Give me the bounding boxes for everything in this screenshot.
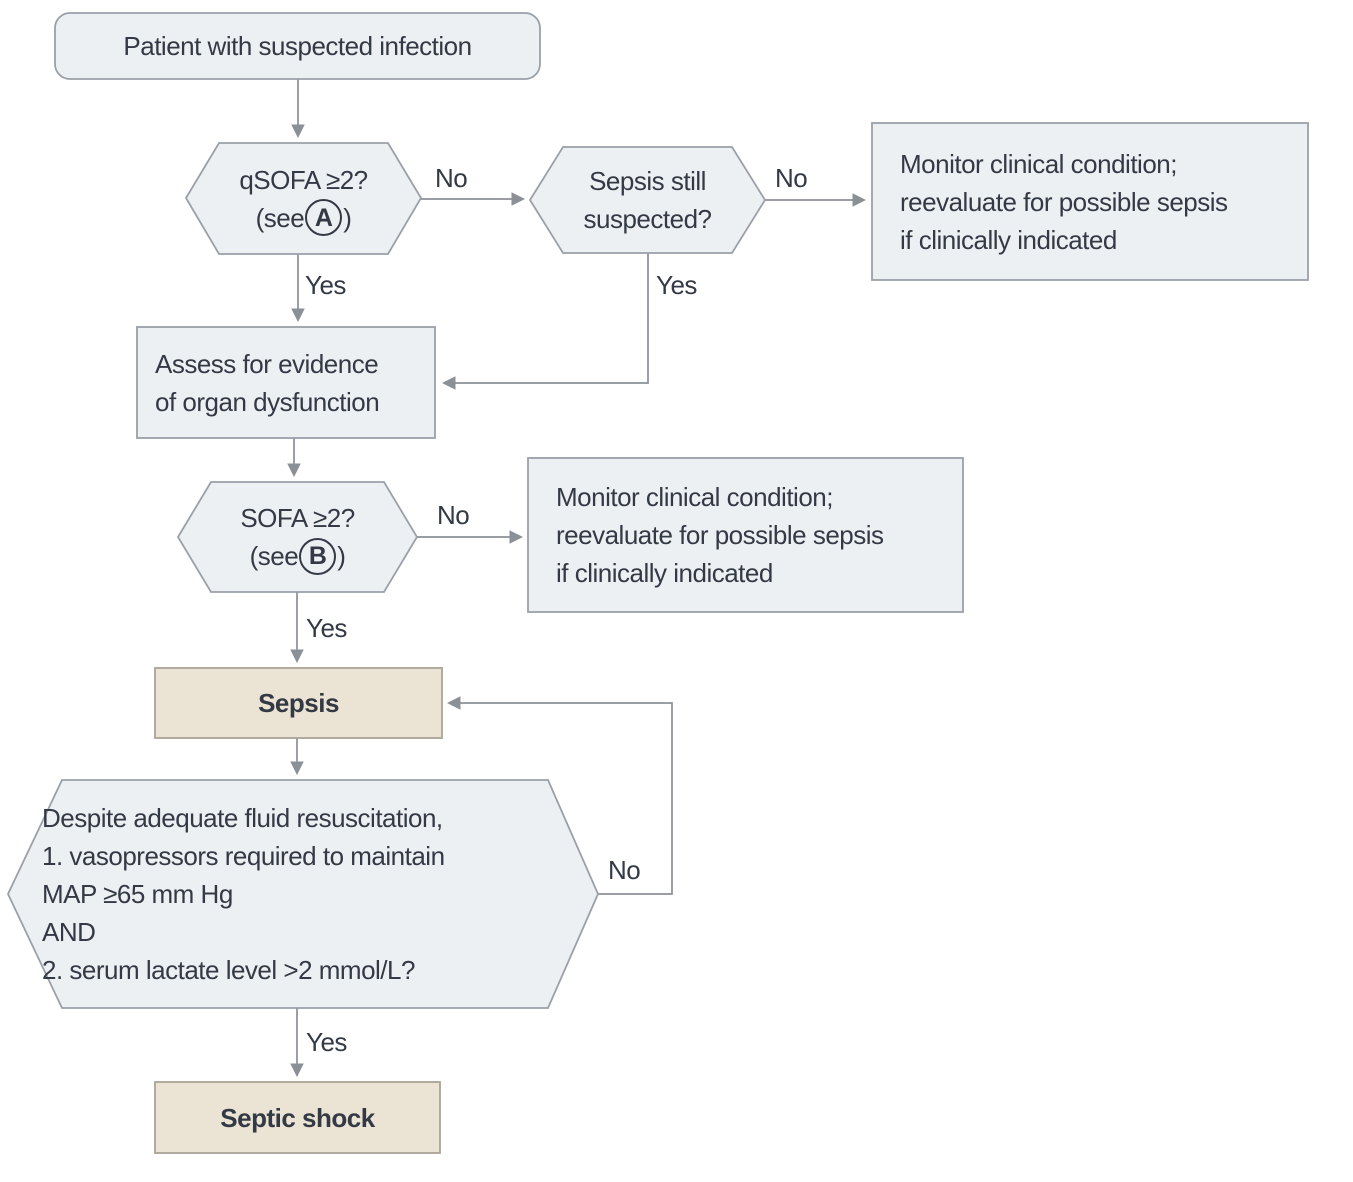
assess-node-shape — [136, 326, 436, 439]
sepsis-still-decision-shape — [528, 146, 767, 254]
monitor-mid-node-label: Monitor clinical condition; reevaluate f… — [528, 458, 963, 612]
see-prefix-text: (see — [249, 541, 299, 571]
qsofa-see-row: (see A ) — [186, 199, 421, 237]
edge-label-criteria-yes: Yes — [306, 1027, 347, 1057]
monitor-top-node-label: Monitor clinical condition; reevaluate f… — [872, 123, 1308, 280]
sepsis-still-decision-label: Sepsis still suspected? — [530, 147, 765, 253]
see-suffix-text: ) — [337, 541, 346, 571]
edge-label-criteria-no: No — [608, 855, 641, 885]
assess-node-label: Assess for evidence of organ dysfunction — [137, 327, 435, 438]
monitor-mid-line-1: Monitor clinical condition; — [556, 482, 833, 512]
sepsis-outcome-shape — [154, 667, 443, 739]
edge-label-sofa-no: No — [437, 500, 470, 530]
start-node-shape — [54, 12, 541, 80]
assess-line-2: of organ dysfunction — [155, 386, 380, 417]
sepsis-outcome-label: Sepsis — [258, 688, 339, 718]
shock-criteria-label: Despite adequate fluid resuscitation, 1.… — [8, 780, 594, 1008]
qsofa-question-text: qSOFA ≥2? — [239, 164, 368, 195]
circled-b-marker: B — [299, 537, 337, 575]
sofa-see-row: (see B ) — [178, 537, 417, 575]
criteria-line-3: MAP ≥65 mm Hg — [42, 879, 233, 909]
monitor-mid-line-3: if clinically indicated — [556, 558, 773, 588]
monitor-top-line-2: reevaluate for possible sepsis — [900, 186, 1228, 217]
monitor-mid-line-2: reevaluate for possible sepsis — [556, 520, 884, 550]
sepsis-still-line-1: Sepsis still — [589, 166, 706, 196]
monitor-top-line-3: if clinically indicated — [900, 224, 1117, 255]
start-node-label: Patient with suspected infection — [123, 31, 472, 61]
edge-sepsis-still-yes — [441, 253, 649, 390]
qsofa-decision-shape — [184, 142, 423, 255]
qsofa-decision-label: qSOFA ≥2? (see A ) — [186, 143, 421, 254]
edge-criteria-no-loop — [446, 696, 673, 895]
monitor-top-line-1: Monitor clinical condition; — [900, 148, 1177, 179]
assess-line-1: Assess for evidence — [155, 348, 379, 379]
circled-a-marker: A — [305, 199, 343, 236]
criteria-line-1: Despite adequate fluid resuscitation, — [42, 803, 443, 833]
sofa-decision-label: SOFA ≥2? (see B ) — [178, 482, 417, 592]
edge-label-qsofa-yes: Yes — [305, 270, 346, 300]
criteria-line-5: 2. serum lactate level >2 mmol/L? — [42, 955, 415, 985]
sofa-decision-shape — [176, 481, 419, 593]
edge-label-sepsis-still-yes: Yes — [656, 270, 697, 300]
edge-label-sepsis-still-no: No — [775, 163, 808, 193]
septic-shock-outcome-shape — [154, 1081, 441, 1154]
septic-shock-outcome-label: Septic shock — [220, 1102, 375, 1133]
monitor-top-node-shape — [871, 122, 1309, 281]
monitor-mid-node-shape — [527, 457, 964, 613]
sofa-question-text: SOFA ≥2? — [240, 503, 355, 533]
criteria-line-2: 1. vasopressors required to maintain — [42, 841, 445, 871]
edge-label-qsofa-no: No — [435, 163, 468, 193]
shock-criteria-decision-shape — [7, 779, 599, 1009]
criteria-line-4: AND — [42, 917, 96, 947]
sepsis-still-line-2: suspected? — [583, 204, 712, 234]
see-prefix-text: (see — [255, 202, 305, 233]
see-suffix-text: ) — [343, 202, 352, 233]
edge-label-sofa-yes: Yes — [306, 613, 347, 643]
